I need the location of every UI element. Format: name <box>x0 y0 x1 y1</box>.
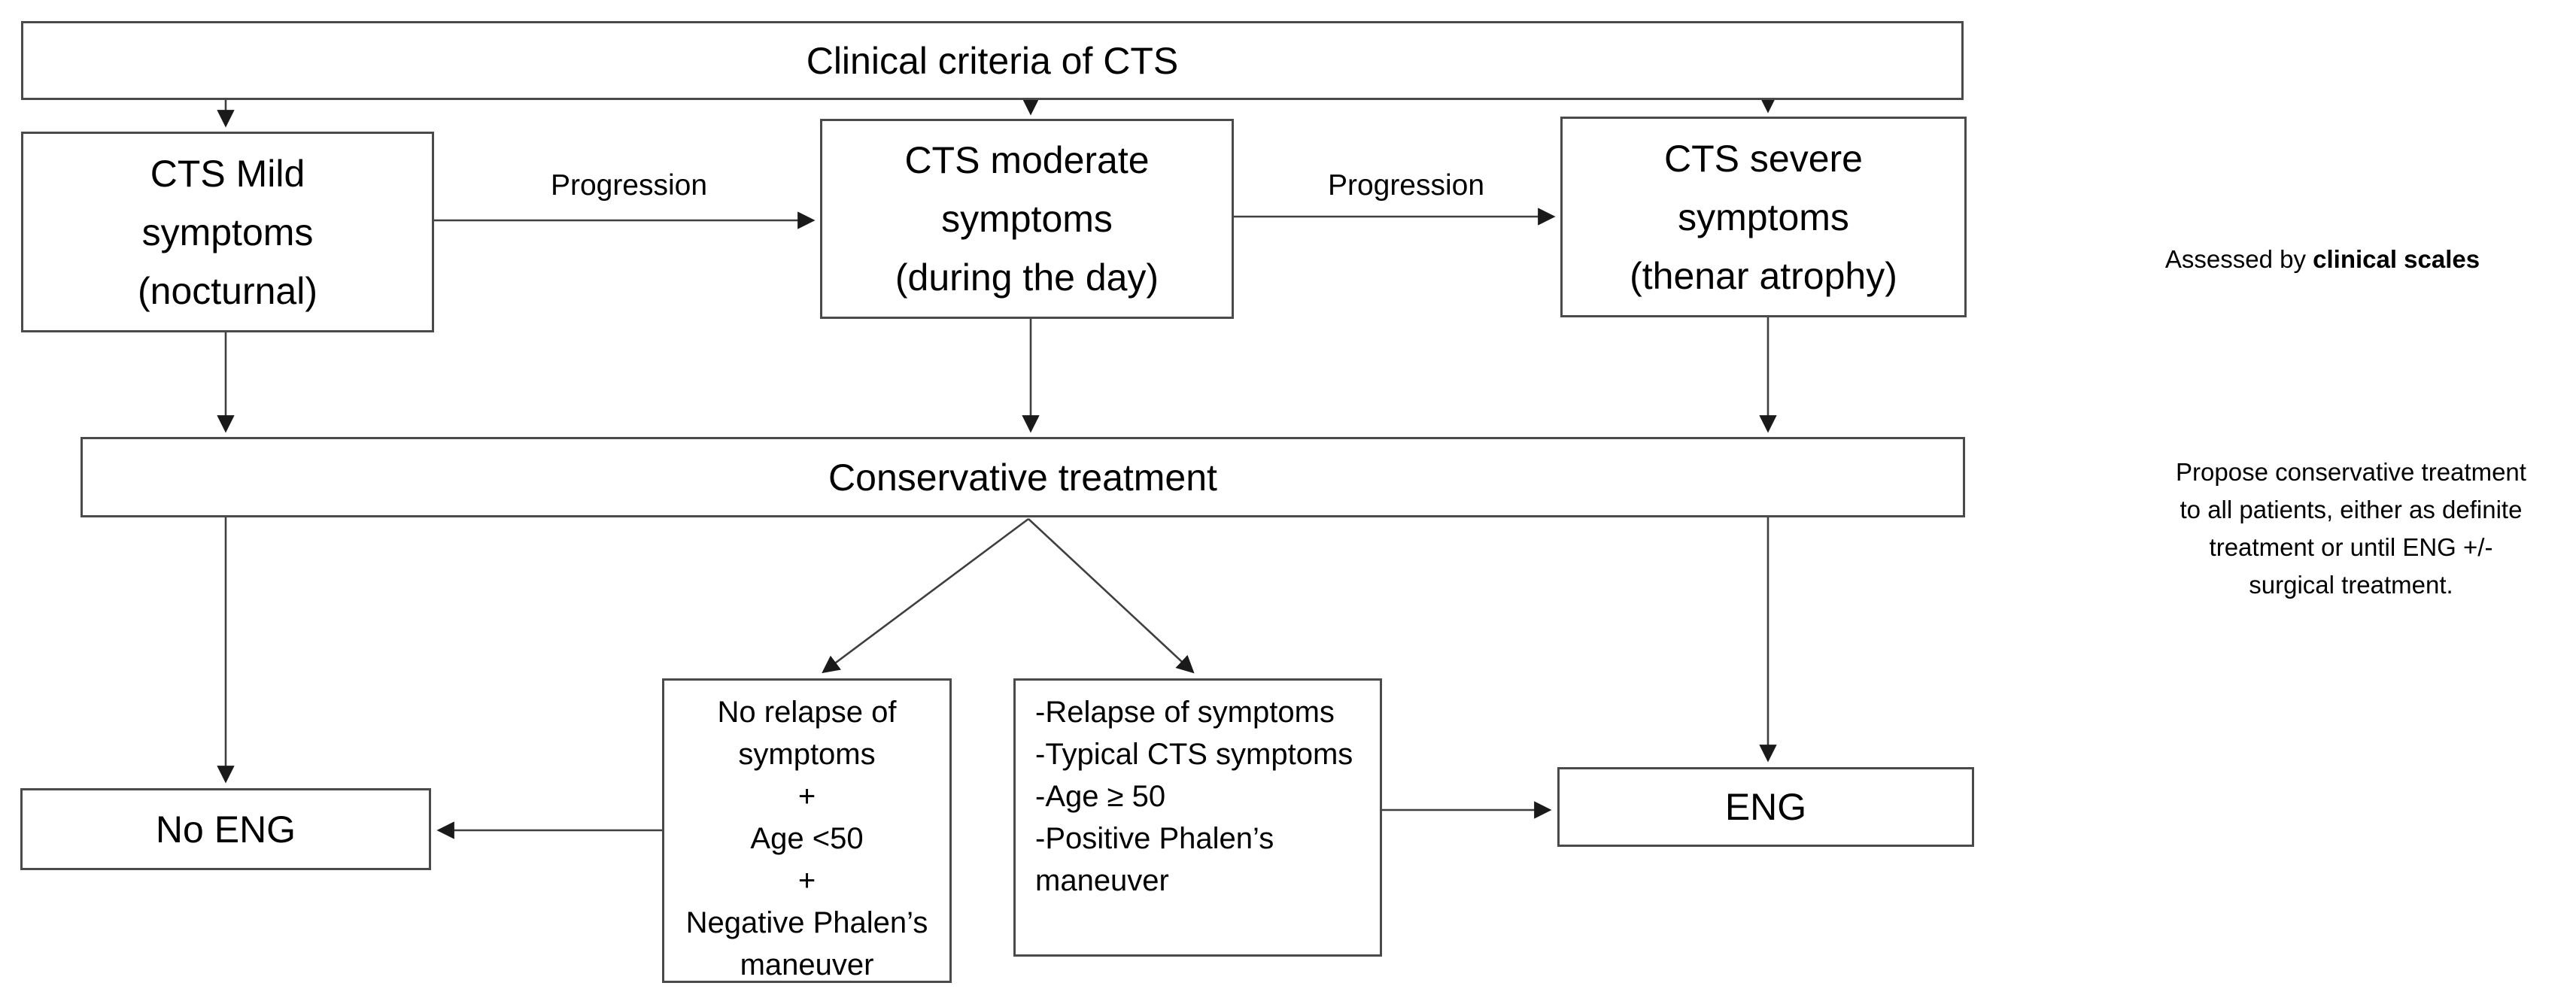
note-line: treatment or until ENG +/- <box>2209 533 2493 561</box>
box-line: maneuver <box>740 948 874 981</box>
box-line: symptoms <box>141 211 314 253</box>
box-no-relapse-criteria: No relapse of symptoms + Age <50 + Negat… <box>662 678 952 983</box>
box-line: Negative Phalen’s <box>685 906 928 939</box>
arrow-conservative-to-no-relapse <box>822 517 1029 674</box>
box-line: No relapse of <box>717 696 897 729</box>
box-line: (thenar atrophy) <box>1630 254 1897 297</box>
note-assessed-prefix: Assessed by <box>2164 245 2313 273</box>
box-line: (during the day) <box>895 256 1159 299</box>
edge-label-progression-left: Progression <box>550 169 708 202</box>
box-conservative-treatment: Conservative treatment <box>80 437 1965 517</box>
box-line: -Relapse of symptoms <box>1035 696 1335 729</box>
box-line: (nocturnal) <box>138 269 317 312</box>
box-line: CTS Mild <box>150 152 305 195</box>
box-line: symptoms <box>1678 196 1849 238</box>
box-line: + <box>797 864 816 897</box>
box-relapse-criteria: -Relapse of symptoms -Typical CTS sympto… <box>1013 678 1382 957</box>
box-cts-mild: CTS Mild symptoms (nocturnal) <box>21 132 434 332</box>
note-line: surgical treatment. <box>2249 571 2453 599</box>
box-line: symptoms <box>941 198 1113 240</box>
box-line: maneuver <box>1035 864 1169 897</box>
note-assessed-bold: clinical scales <box>2313 245 2480 273</box>
note-line: to all patients, either as definite <box>2180 496 2523 523</box>
box-line: -Positive Phalen’s <box>1035 822 1274 855</box>
box-line: symptoms <box>738 738 876 771</box>
box-no-eng-label: No ENG <box>155 808 296 851</box>
box-cts-severe: CTS severe symptoms (thenar atrophy) <box>1560 117 1967 317</box>
box-clinical-criteria: Clinical criteria of CTS <box>21 21 1964 100</box>
box-line: CTS moderate <box>904 139 1150 181</box>
box-line: CTS severe <box>1664 137 1863 180</box>
box-eng: ENG <box>1557 767 1974 847</box>
note-assessed-by: Assessed by clinical scales <box>2097 241 2548 278</box>
box-conservative-treatment-label: Conservative treatment <box>828 456 1217 499</box>
box-line: -Age ≥ 50 <box>1035 780 1166 813</box>
note-propose-conservative: Propose conservative treatment to all pa… <box>2125 453 2576 604</box>
note-line: Propose conservative treatment <box>2176 458 2526 486</box>
box-cts-moderate: CTS moderate symptoms (during the day) <box>820 119 1234 319</box>
box-line: Age <50 <box>750 822 864 855</box>
box-clinical-criteria-label: Clinical criteria of CTS <box>806 39 1179 82</box>
box-no-eng: No ENG <box>20 788 431 870</box>
box-line: -Typical CTS symptoms <box>1035 738 1353 771</box>
box-line: + <box>797 780 816 813</box>
edge-label-progression-right: Progression <box>1327 169 1485 202</box>
arrow-conservative-to-relapse <box>1028 518 1195 674</box>
box-eng-label: ENG <box>1724 786 1807 828</box>
